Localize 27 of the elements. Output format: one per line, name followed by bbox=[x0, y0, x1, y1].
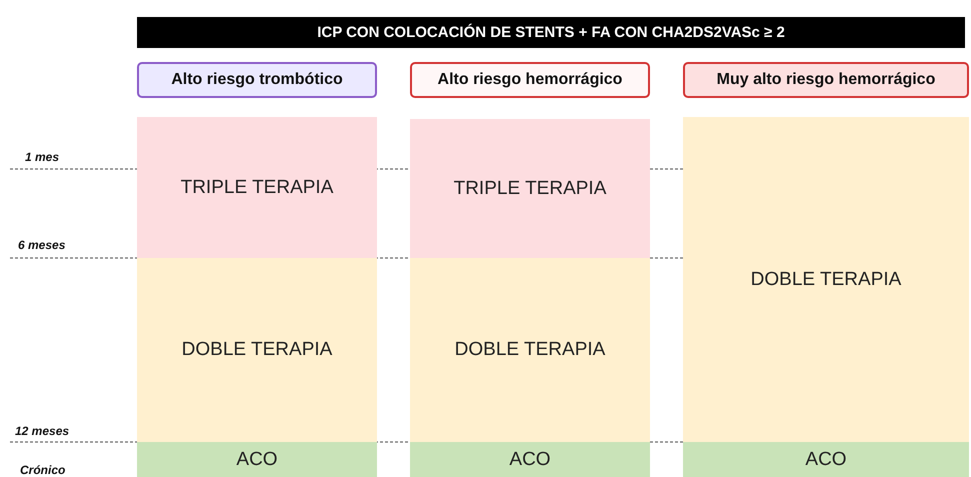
time-point-label: 12 meses bbox=[15, 424, 70, 438]
time-point-label: 1 mes bbox=[25, 150, 60, 164]
therapy-period-block bbox=[137, 117, 377, 258]
therapy-period-block bbox=[137, 442, 377, 477]
therapy-label: ACO bbox=[509, 448, 551, 470]
category-label: Alto riesgo trombótico bbox=[171, 71, 343, 89]
time-point-label: 6 meses bbox=[18, 238, 66, 252]
category-label: Muy alto riesgo hemorrágico bbox=[716, 71, 936, 89]
therapy-period-block bbox=[410, 442, 650, 477]
therapy-period-block bbox=[137, 258, 377, 442]
therapy-label: TRIPLE TERAPIA bbox=[454, 178, 606, 200]
risk-category-box bbox=[683, 62, 969, 98]
time-point-label: Crónico bbox=[20, 463, 66, 477]
risk-category-box bbox=[137, 62, 377, 98]
therapy-period-block bbox=[683, 117, 969, 442]
therapy-period-block bbox=[410, 119, 650, 258]
therapy-label: ACO bbox=[236, 448, 278, 470]
title-banner: ICP CON COLOCACIÓN DE STENTS + FA CON CHA2DS2VASc ≥ 2 bbox=[137, 17, 965, 48]
therapy-period-block bbox=[683, 442, 969, 477]
category-label: Alto riesgo hemorrágico bbox=[438, 71, 622, 89]
therapy-label: ACO bbox=[805, 448, 847, 470]
therapy-label: TRIPLE TERAPIA bbox=[180, 176, 334, 198]
therapy-label: DOBLE TERAPIA bbox=[454, 339, 606, 361]
risk-category-box bbox=[410, 62, 650, 98]
therapy-period-block bbox=[410, 258, 650, 442]
therapy-label: DOBLE TERAPIA bbox=[750, 268, 902, 290]
therapy-label: DOBLE TERAPIA bbox=[182, 339, 332, 361]
